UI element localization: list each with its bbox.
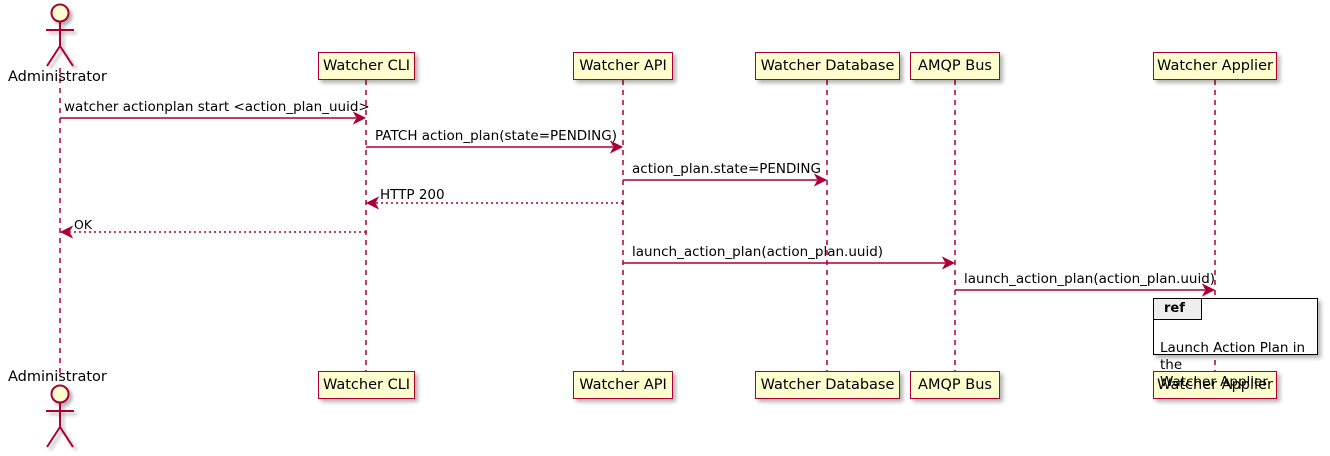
participant-label: Watcher Database <box>760 57 895 74</box>
message-arrow-3[interactable] <box>365 196 623 210</box>
participant-box-watcher-cli-bottom[interactable]: Watcher CLI <box>318 371 415 399</box>
message-text: OK <box>74 217 93 232</box>
participant-label: Watcher CLI <box>322 376 411 393</box>
actor-label-administrator-bottom: Administrator <box>8 370 107 385</box>
message-text: HTTP 200 <box>380 187 445 203</box>
ref-fragment-body-text: Launch Action Plan in the Watcher Applie… <box>1160 323 1317 391</box>
message-label-0: watcher actionplan start <action_plan_uu… <box>64 99 370 115</box>
participant-label: Watcher API <box>579 57 667 74</box>
ref-tab-text: ref <box>1164 301 1185 316</box>
participant-box-watcher-applier-bottom[interactable]: Watcher Applier <box>1153 371 1277 399</box>
message-label-3: HTTP 200 <box>380 187 445 203</box>
message-arrow-0[interactable] <box>60 111 367 125</box>
message-text: launch_action_plan(action_plan.uuid) <box>632 244 884 260</box>
participant-box-watcher-database-top[interactable]: Watcher Database <box>755 52 900 80</box>
actor-glyph-administrator-top[interactable] <box>46 3 74 67</box>
message-text: PATCH action_plan(state=PENDING) <box>375 128 617 144</box>
message-text: action_plan.state=PENDING <box>632 161 821 177</box>
message-arrows-group <box>59 111 1216 297</box>
participant-box-watcher-api-top[interactable]: Watcher API <box>573 52 673 80</box>
message-label-1: PATCH action_plan(state=PENDING) <box>375 128 617 144</box>
participant-box-watcher-api-bottom[interactable]: Watcher API <box>573 371 673 399</box>
participant-box-amqp-bus-bottom[interactable]: AMQP Bus <box>910 371 1000 399</box>
actor-name-text: Administrator <box>8 69 107 85</box>
actor-head <box>50 3 70 23</box>
actor-leg-left <box>46 45 61 67</box>
message-arrow-4[interactable] <box>59 225 366 239</box>
actor-name-text: Administrator <box>8 369 107 385</box>
participant-label: Watcher CLI <box>322 57 411 74</box>
message-arrowhead <box>813 173 828 187</box>
message-arrowhead <box>352 111 367 125</box>
message-label-4: OK <box>74 217 93 232</box>
message-arrow-2[interactable] <box>623 173 828 187</box>
ref-body-text: Launch Action Plan in the Watcher Applie… <box>1160 339 1306 390</box>
ref-fragment-box[interactable]: ref Launch Action Plan in the Watcher Ap… <box>1153 298 1318 390</box>
participant-label: Watcher Database <box>760 376 895 393</box>
message-arrowhead <box>1201 283 1216 297</box>
message-label-6: launch_action_plan(action_plan.uuid) <box>964 271 1216 287</box>
participant-label: Watcher API <box>579 376 667 393</box>
message-label-2: action_plan.state=PENDING <box>632 161 821 177</box>
actor-label-administrator-top: Administrator <box>8 70 107 85</box>
message-arrow-1[interactable] <box>366 140 624 154</box>
message-arrowhead <box>365 196 380 210</box>
actor-leg-left <box>46 426 61 448</box>
participant-label: Watcher Applier <box>1157 57 1273 74</box>
message-label-5: launch_action_plan(action_plan.uuid) <box>632 244 884 260</box>
message-arrowhead <box>59 225 74 239</box>
actor-head <box>50 384 70 404</box>
message-arrowhead <box>609 140 624 154</box>
ref-fragment-tab-label: ref <box>1154 299 1202 321</box>
message-text: launch_action_plan(action_plan.uuid) <box>964 271 1216 287</box>
actor-glyphs-group <box>46 3 74 448</box>
participant-box-amqp-bus-top[interactable]: AMQP Bus <box>910 52 1000 80</box>
participant-label: AMQP Bus <box>918 376 992 393</box>
participant-box-watcher-applier-top[interactable]: Watcher Applier <box>1153 52 1277 80</box>
participant-box-watcher-cli-top[interactable]: Watcher CLI <box>318 52 415 80</box>
actor-leg-right <box>59 45 74 67</box>
actor-glyph-administrator-bottom[interactable] <box>46 384 74 448</box>
actor-leg-right <box>59 426 74 448</box>
message-arrow-6[interactable] <box>955 283 1216 297</box>
participant-label: AMQP Bus <box>918 57 992 74</box>
participant-label: Watcher Applier <box>1157 376 1273 393</box>
message-text: watcher actionplan start <action_plan_uu… <box>64 99 370 115</box>
message-arrow-5[interactable] <box>623 256 956 270</box>
message-arrowhead <box>941 256 956 270</box>
participant-box-watcher-database-bottom[interactable]: Watcher Database <box>755 371 900 399</box>
